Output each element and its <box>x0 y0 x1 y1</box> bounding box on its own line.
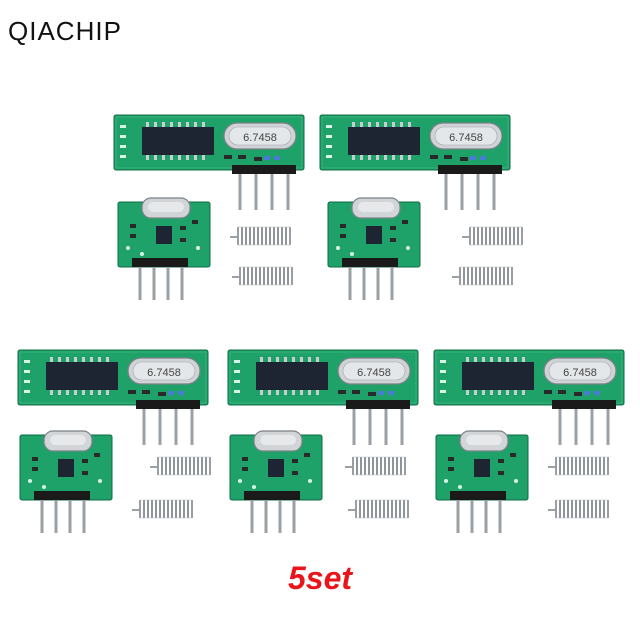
brand-logo-text: QIACHIP <box>8 16 122 46</box>
transmitter-module-4 <box>228 429 324 535</box>
spring-antenna-1b <box>231 266 293 286</box>
spring-antenna-2a <box>461 226 523 246</box>
set-count-caption: 5set <box>287 560 353 596</box>
spring-antenna-3a <box>149 456 211 476</box>
receiver-module-4 <box>226 348 420 447</box>
receiver-module-3 <box>16 348 210 447</box>
module-set-5 <box>432 348 626 535</box>
module-set-1 <box>112 113 306 302</box>
transmitter-module-5 <box>434 429 530 535</box>
spring-antenna-4b <box>347 499 409 519</box>
spring-antenna-5a <box>547 456 609 476</box>
spring-antenna-2b <box>451 266 513 286</box>
transmitter-module-1 <box>116 196 212 302</box>
module-set-3 <box>16 348 211 535</box>
spring-antenna-5b <box>547 499 609 519</box>
transmitter-module-2 <box>326 196 422 302</box>
spring-antenna-1a <box>229 226 291 246</box>
receiver-module-5 <box>432 348 626 447</box>
module-set-2 <box>318 113 523 302</box>
module-set-4 <box>226 348 420 535</box>
receiver-module-2 <box>318 113 512 212</box>
transmitter-module-3 <box>18 429 114 535</box>
spring-antenna-4a <box>344 456 406 476</box>
receiver-module-1 <box>112 113 306 212</box>
spring-antenna-3b <box>131 499 193 519</box>
